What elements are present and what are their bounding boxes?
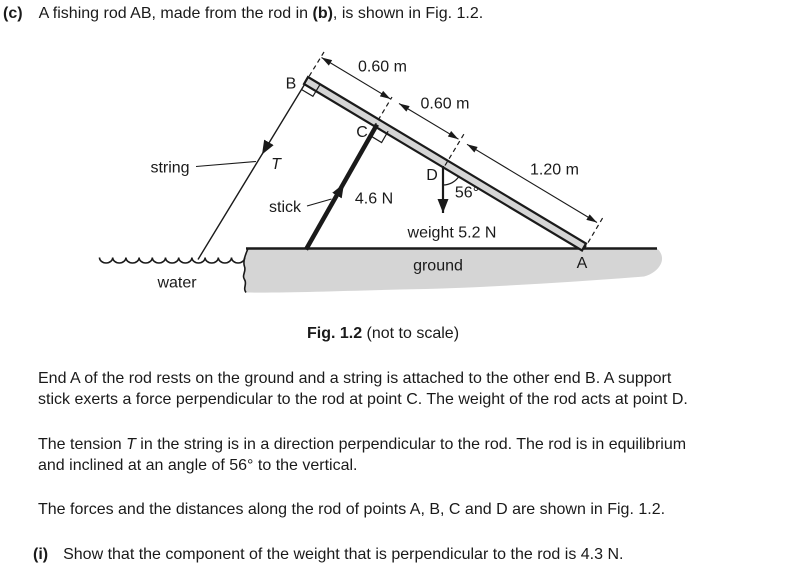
paragraph-1: End A of the rod rests on the ground and… xyxy=(38,370,688,408)
item-i-text: Show that the component of the weight th… xyxy=(63,546,624,563)
dimension-label-bc: 0.60 m xyxy=(358,59,407,76)
string-leader-line xyxy=(195,160,257,168)
paragraph-2: The tension T in the string is in a dire… xyxy=(38,436,687,474)
water-line xyxy=(98,257,246,264)
figure-caption: Fig. 1.2 (not to scale) xyxy=(0,323,766,344)
tension-symbol: T xyxy=(126,436,136,453)
ground-label: ground xyxy=(413,258,463,275)
item-i: (i) Show that the component of the weigh… xyxy=(33,544,793,565)
dash-at-c xyxy=(373,96,393,128)
string-line xyxy=(197,77,310,260)
ground-torn-edge xyxy=(242,248,249,293)
dimension-label-da: 1.20 m xyxy=(530,162,579,179)
point-label-c: C xyxy=(356,124,368,141)
angle-arc xyxy=(442,175,460,186)
question-intro-text: A fishing rod AB, made from the rod in (… xyxy=(38,5,484,22)
angle-label: 56° xyxy=(455,185,479,202)
dimension-line-da xyxy=(466,143,598,223)
dash-at-a xyxy=(583,216,605,250)
tension-label: T xyxy=(271,156,282,173)
ground-shape xyxy=(243,248,663,293)
stick-leader-line xyxy=(306,198,332,207)
stick-label: stick xyxy=(269,199,302,216)
dimension-line-cd xyxy=(398,103,459,140)
right-angle-mark-c xyxy=(370,130,389,144)
figure-caption-number: Fig. 1.2 xyxy=(306,325,363,342)
point-label-a: A xyxy=(577,255,588,272)
stick-force-label: 4.6 N xyxy=(355,191,393,208)
weight-label: weight 5.2 N xyxy=(407,225,497,242)
point-label-d: D xyxy=(426,167,438,184)
right-angle-mark-b xyxy=(301,84,321,98)
dimension-label-cd: 0.60 m xyxy=(421,96,470,113)
dash-at-d xyxy=(444,133,465,166)
dimension-line-bc xyxy=(321,57,391,100)
question-intro: (c) A fishing rod AB, made from the rod … xyxy=(3,3,483,24)
figure-caption-note: (not to scale) xyxy=(362,325,460,342)
dash-at-b xyxy=(304,51,325,84)
tension-arrow xyxy=(261,139,274,155)
item-i-label: (i) xyxy=(33,546,49,563)
water-label: water xyxy=(156,275,197,292)
paragraph-3: The forces and the distances along the r… xyxy=(38,501,666,518)
stick-force-arrow xyxy=(329,183,345,208)
part-label: (c) xyxy=(3,5,23,22)
figure-1-2-diagram: B C D A T string stick water ground 4.6 … xyxy=(98,51,663,293)
string-label: string xyxy=(150,160,189,177)
point-label-b: B xyxy=(286,76,297,93)
